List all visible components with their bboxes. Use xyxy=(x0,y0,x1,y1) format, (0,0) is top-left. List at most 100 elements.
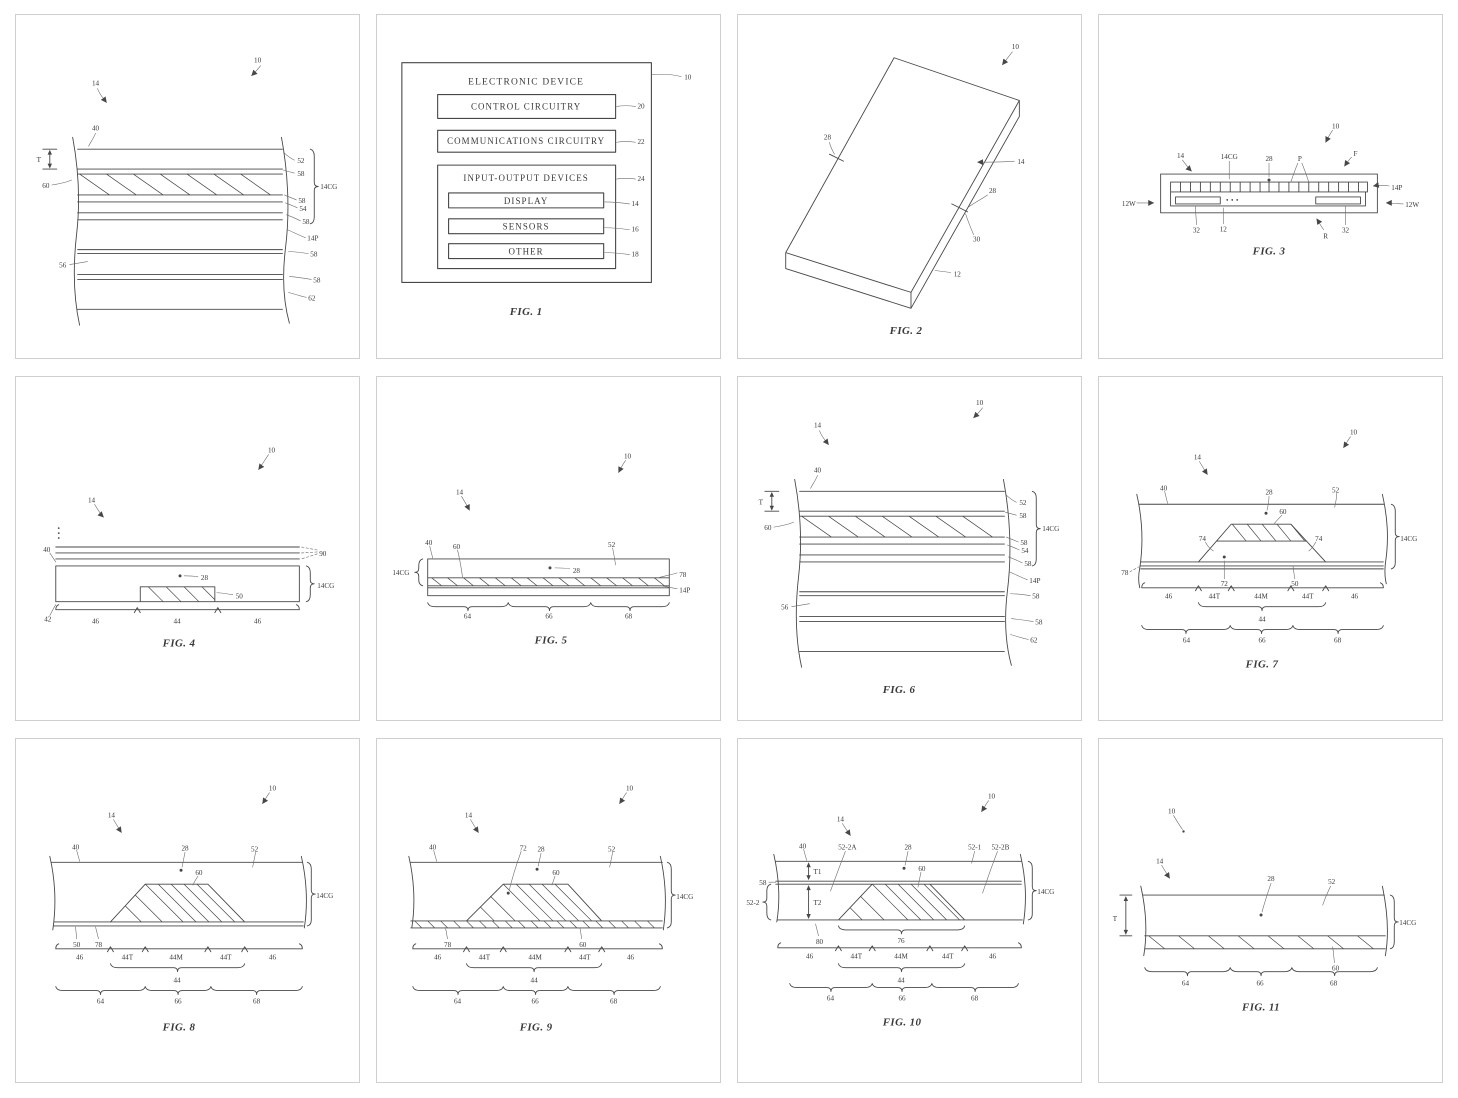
fig9-ref-28: 28 xyxy=(537,845,545,853)
fig11-caption: FIG. 11 xyxy=(1241,1001,1280,1013)
fig10-ref-60: 60 xyxy=(918,865,926,873)
fig5-ref-14CG: 14CG xyxy=(392,569,409,577)
fig1-box-io: INPUT-OUTPUT DEVICES xyxy=(463,173,588,183)
fig10-dim-46b: 46 xyxy=(989,953,997,961)
fig10-ref-T2: T2 xyxy=(814,899,822,907)
fig3-ref-R: R xyxy=(1323,233,1328,241)
fig8-trapezoid-hatch xyxy=(125,883,235,923)
fig10-leader-14 xyxy=(842,823,851,836)
ref-54: 54 xyxy=(299,205,307,213)
fig6-ref-14CG: 14CG xyxy=(1042,525,1059,533)
fig9-dim-46b: 46 xyxy=(627,954,635,962)
fig7-dim-66: 66 xyxy=(1258,636,1266,644)
fig7-dim-46a: 46 xyxy=(1165,593,1173,601)
fig10-ref-52-2B: 52-2B xyxy=(992,843,1010,851)
fig6-ref-58a: 58 xyxy=(1019,512,1027,520)
fig3-caption: FIG. 3 xyxy=(1252,246,1286,258)
fig9-trapezoid-hatch xyxy=(480,883,592,922)
fig9-dim-46a: 46 xyxy=(434,954,442,962)
fig5-ref-28: 28 xyxy=(573,567,581,575)
fig7-dim-68: 68 xyxy=(1334,636,1342,644)
fig10-dim-64: 64 xyxy=(827,994,835,1002)
fig2-ref-28a: 28 xyxy=(824,133,832,141)
panel-fig5: 10 14 40 60 52 28 78 14P 14CG 64 66 68 F… xyxy=(376,376,721,721)
ref-10: 10 xyxy=(254,57,262,65)
panel-fig8: 10 14 40 28 60 52 14CG 50 78 46 44T 44M … xyxy=(15,738,360,1083)
fig9-ref28-dot xyxy=(535,867,539,871)
fig6-ref-58e: 58 xyxy=(1035,619,1043,627)
fig4-ref-28: 28 xyxy=(201,574,209,582)
fig5-ref-60: 60 xyxy=(453,543,461,551)
fig4-ref28-dot xyxy=(178,574,182,578)
fig4-linework xyxy=(55,546,315,614)
fig8-ref-52: 52 xyxy=(251,845,259,853)
fig8-leader-14 xyxy=(113,819,122,833)
ref-52: 52 xyxy=(297,157,305,165)
leaders xyxy=(51,133,312,298)
panel-fig2: 10 28 14 28 30 12 FIG. 2 xyxy=(737,14,1082,359)
fig10-dim-44ta: 44T xyxy=(851,953,863,961)
ref-60: 60 xyxy=(42,182,50,190)
fig8-dim-44: 44 xyxy=(173,977,181,985)
fig7-drawing: 10 14 40 28 52 60 74 74 78 72 50 14CG 46… xyxy=(1121,429,1417,671)
fig9-ref-52: 52 xyxy=(608,845,616,853)
fig1-drawing: ELECTRONIC DEVICE CONTROL CIRCUITRY COMM… xyxy=(401,62,692,318)
fig7-leader-78 xyxy=(1129,566,1140,573)
fig6-caption: FIG. 6 xyxy=(882,684,916,696)
fig10-dim-44tb: 44T xyxy=(942,953,954,961)
fig4-drawing: 10 14 40 90 28 50 14CG 42 46 44 46 FIG. … xyxy=(43,447,334,650)
fig10-dim-46a: 46 xyxy=(806,953,814,961)
ref-14CG: 14CG xyxy=(320,183,337,191)
ref-14: 14 xyxy=(92,80,100,88)
fig6-ref-58c: 58 xyxy=(1024,560,1032,568)
fig3-leader-14 xyxy=(1182,159,1192,172)
fig6-leaders xyxy=(773,475,1034,640)
fig11-ref-28: 28 xyxy=(1267,875,1275,883)
fig9-drawing: 10 14 40 72 28 60 52 14CG 78 60 46 44T 4… xyxy=(408,785,693,1033)
fig8-dim-44ta: 44T xyxy=(122,954,134,962)
fig4-ref-90: 90 xyxy=(319,550,327,558)
fig1-ref-14: 14 xyxy=(632,200,640,208)
fig3-ref-14P: 14P xyxy=(1391,184,1402,192)
fig7-ref-28: 28 xyxy=(1265,488,1273,496)
fig6-ref-10: 10 xyxy=(976,399,984,407)
fig8-ref-10: 10 xyxy=(269,785,277,793)
fig5-ref-14: 14 xyxy=(456,488,464,496)
fig7-leaders xyxy=(1164,491,1337,580)
fig9-leader-14 xyxy=(470,819,479,833)
fig4-ref-40: 40 xyxy=(43,546,51,554)
fig9-linework xyxy=(408,855,676,995)
fig8-ref-78: 78 xyxy=(95,941,103,949)
fig9-ref72-dot xyxy=(506,891,510,895)
fig3-leader-14P xyxy=(1372,182,1390,188)
fig7-dim-46b: 46 xyxy=(1351,593,1359,601)
fig4-hatch-50 xyxy=(147,586,216,602)
fig7-dim-44m: 44M xyxy=(1254,593,1268,601)
fig5-ref28-dot xyxy=(548,566,552,570)
fig2-ref-14: 14 xyxy=(1017,158,1025,166)
fig3-ref-12W-right: 12W xyxy=(1405,201,1419,209)
fig3-ref-P: P xyxy=(1298,155,1302,163)
fig9-ref-72: 72 xyxy=(520,844,528,852)
fig5-ref-14P: 14P xyxy=(679,587,690,595)
fig5-ref-78: 78 xyxy=(679,571,687,579)
fig3-leader-10 xyxy=(1325,130,1333,143)
fig1-box-control: CONTROL CIRCUITRY xyxy=(471,101,581,111)
fig3-leader-F xyxy=(1344,156,1352,167)
fig3-linework xyxy=(1160,173,1378,214)
fig5-leader-10 xyxy=(618,460,626,473)
fig8-ref-14: 14 xyxy=(108,812,116,820)
fig2-ref-30: 30 xyxy=(973,236,981,244)
fig11-ref-14: 14 xyxy=(1156,857,1164,865)
fig10-caption: FIG. 10 xyxy=(882,1016,922,1028)
fig7-dim-64: 64 xyxy=(1183,636,1191,644)
fig4-ref-10: 10 xyxy=(268,447,276,455)
fig4-dim-44: 44 xyxy=(173,618,181,626)
leader-14 xyxy=(97,88,107,103)
fig11-leader-14 xyxy=(1161,864,1170,879)
ref-58b: 58 xyxy=(298,197,306,205)
ref-56: 56 xyxy=(59,262,67,270)
fig6-leader-10 xyxy=(973,407,983,419)
fig10-dim-68: 68 xyxy=(971,994,979,1002)
layer-stack-drawing: 10 14 40 T 60 56 52 58 14CG 58 54 58 14P… xyxy=(37,57,337,326)
